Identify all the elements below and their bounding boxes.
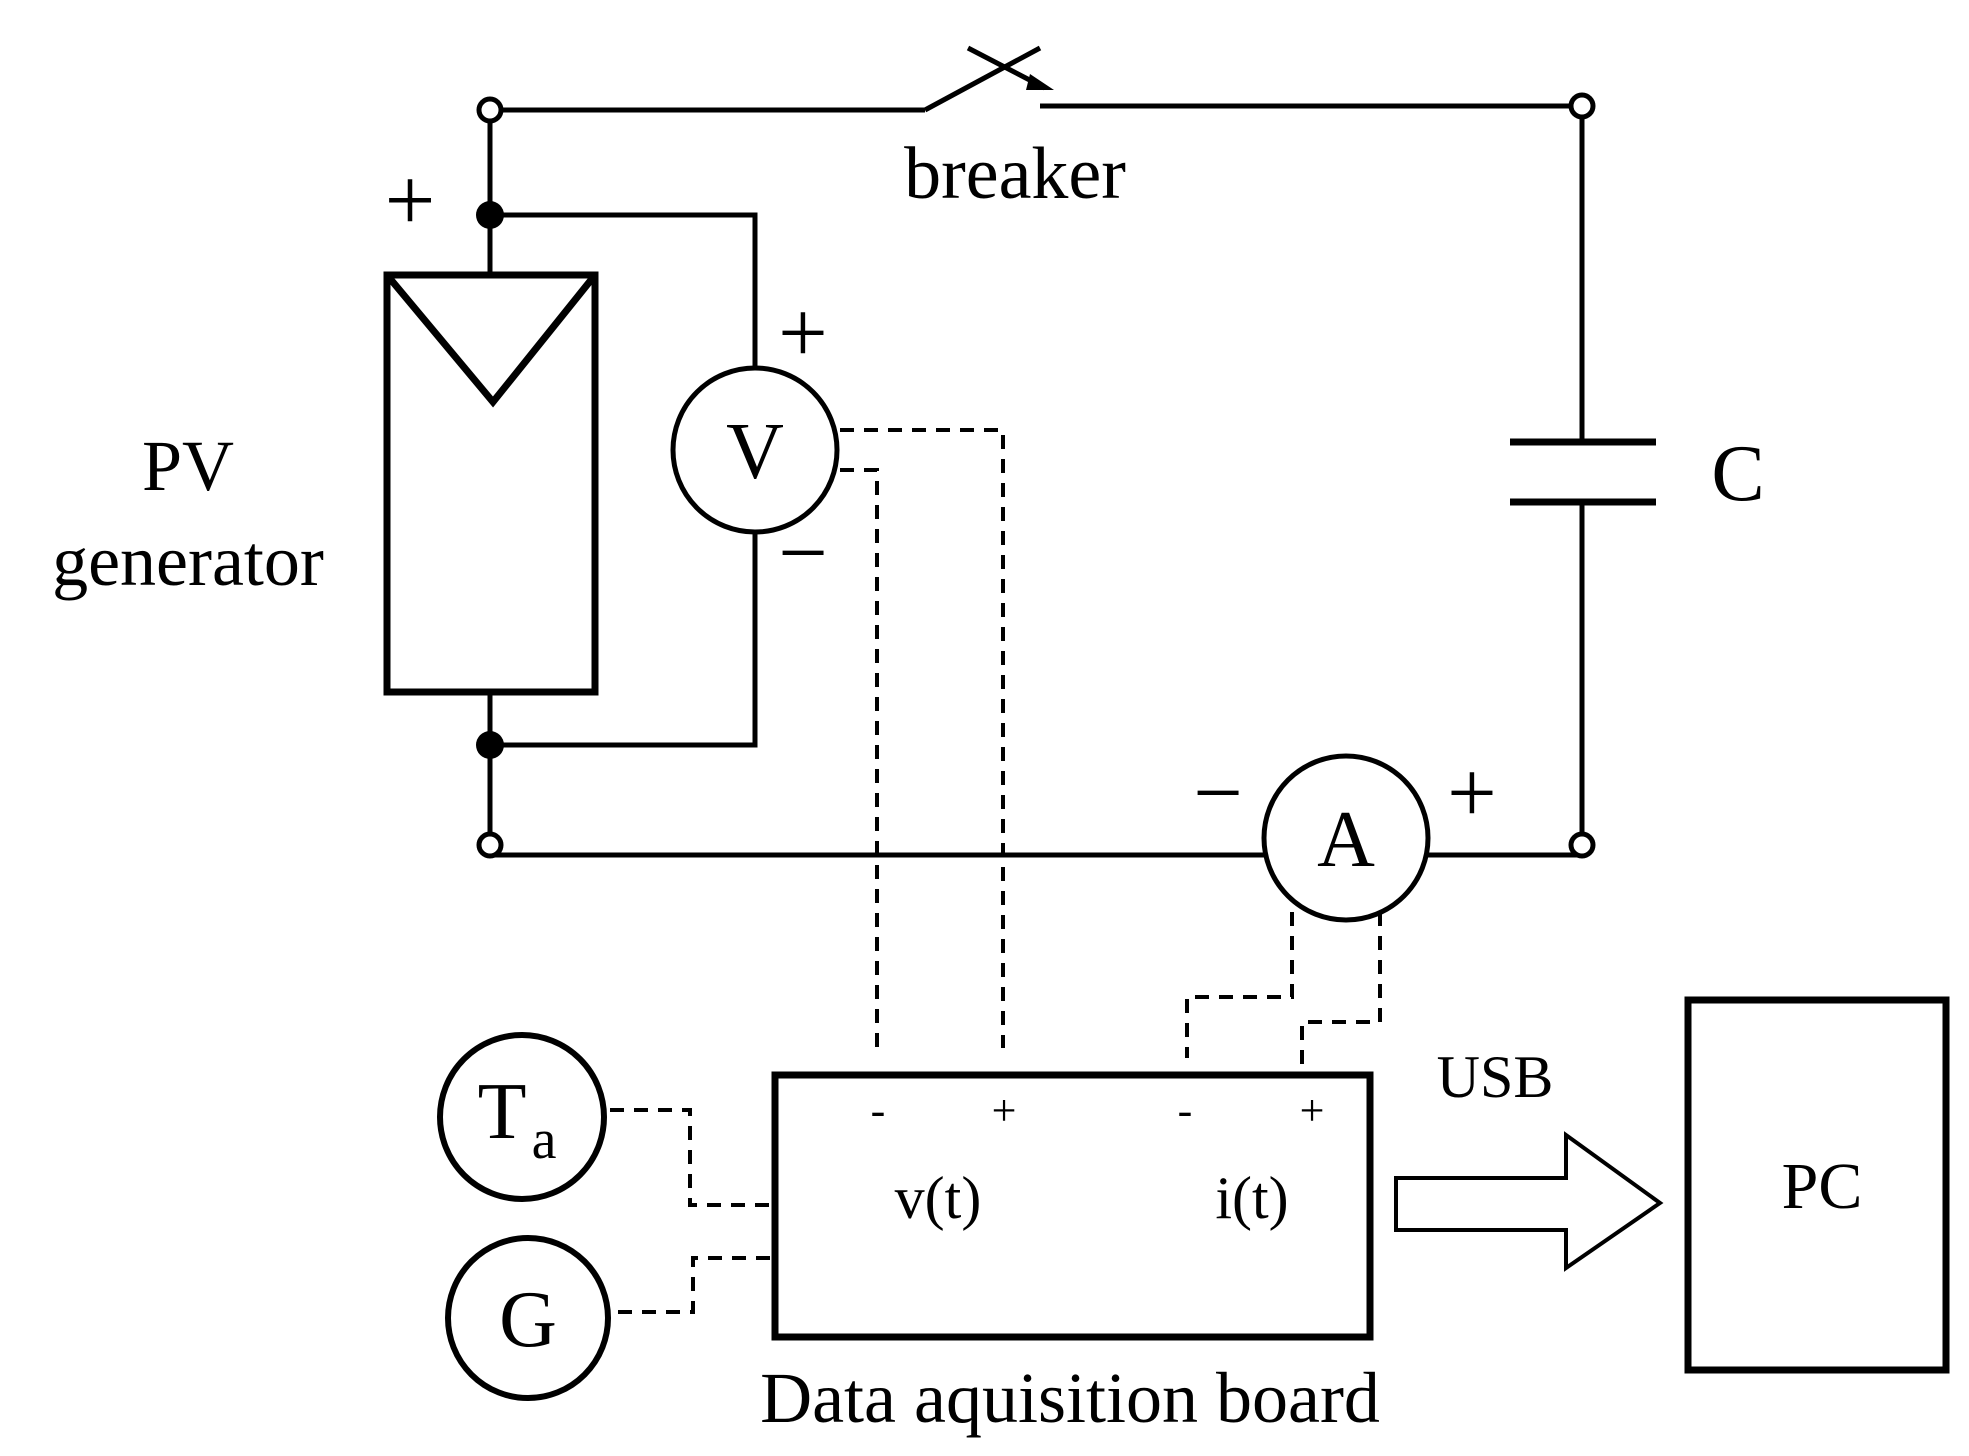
daq-voltage-minus: - — [871, 1086, 886, 1135]
signal-wires — [610, 428, 1382, 1314]
terminal-top-left — [476, 96, 504, 124]
daq-voltage-plus: + — [992, 1086, 1017, 1135]
terminal-bottom-right — [1568, 831, 1596, 859]
daq-board — [771, 1071, 1374, 1341]
temperature-sensor-symbol: T — [478, 1068, 527, 1156]
pv-generator-symbol — [383, 271, 599, 696]
breaker-switch — [923, 45, 1054, 113]
capacitor-label: C — [1711, 430, 1764, 518]
usb-label: USB — [1437, 1044, 1554, 1110]
daq-current-plus: + — [1300, 1086, 1325, 1135]
ammeter-minus-sign: − — [1193, 745, 1243, 842]
usb-arrow — [1394, 1131, 1664, 1272]
breaker-label: breaker — [904, 133, 1126, 215]
voltmeter-symbol — [670, 365, 840, 535]
pc-box — [1684, 996, 1950, 1374]
pv-generator-label-line2: generator — [52, 521, 324, 601]
ammeter-plus-sign: + — [1447, 745, 1497, 842]
capacitor-symbol — [1510, 438, 1656, 506]
irradiance-sensor-letter: G — [499, 1276, 557, 1364]
pv-generator-label-line1: PV — [142, 426, 234, 506]
temperature-sensor-letter: T — [478, 1068, 527, 1156]
voltmeter-plus-sign: + — [778, 285, 828, 382]
voltmeter-letter: V — [726, 408, 784, 496]
ammeter-symbol — [1261, 753, 1431, 923]
daq-voltage-channel: v(t) — [895, 1165, 982, 1231]
terminals — [476, 92, 1596, 859]
terminal-top-right — [1568, 92, 1596, 120]
pv-plus-sign: + — [385, 151, 436, 250]
pc-label: PC — [1782, 1150, 1863, 1223]
voltmeter-minus-sign: − — [778, 505, 828, 602]
temperature-sensor — [437, 1032, 607, 1202]
circuit-wires — [487, 103, 1585, 858]
junction-dot-top — [476, 201, 504, 229]
ammeter-letter: A — [1317, 796, 1375, 884]
daq-current-channel: i(t) — [1215, 1165, 1288, 1231]
temperature-sensor-subscript: a — [532, 1109, 557, 1171]
terminal-bottom-left — [476, 831, 504, 859]
junction-dot-bottom — [476, 731, 504, 759]
daq-board-label: Data aquisition board — [760, 1358, 1380, 1438]
daq-current-minus: - — [1178, 1086, 1193, 1135]
irradiance-sensor — [445, 1235, 611, 1401]
